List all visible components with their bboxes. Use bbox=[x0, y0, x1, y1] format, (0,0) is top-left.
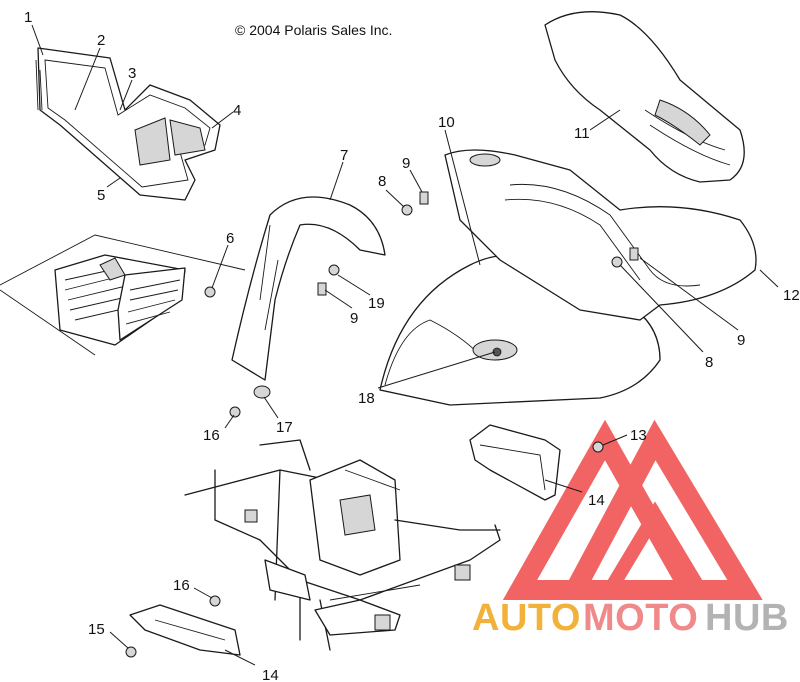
callout-11: 11 bbox=[574, 125, 590, 142]
callout-4: 4 bbox=[233, 102, 241, 119]
callout-8-right: 8 bbox=[705, 354, 713, 371]
leader-lines bbox=[31, 24, 779, 666]
callout-15: 15 bbox=[88, 621, 105, 638]
callout-6: 6 bbox=[226, 230, 234, 247]
seat-part bbox=[444, 149, 757, 321]
callout-12: 12 bbox=[783, 287, 800, 304]
callout-13: 13 bbox=[630, 427, 647, 444]
callout-5: 5 bbox=[97, 187, 105, 204]
fender-part bbox=[231, 196, 386, 381]
watermark-hub: HUB bbox=[705, 597, 789, 639]
copyright-text: © 2004 Polaris Sales Inc. bbox=[235, 22, 392, 38]
callout-17: 17 bbox=[276, 419, 293, 436]
callout-1: 1 bbox=[24, 9, 32, 26]
side-panel-part bbox=[544, 11, 745, 183]
callout-18: 18 bbox=[358, 390, 375, 407]
callout-2: 2 bbox=[97, 32, 105, 49]
watermark-text: AUTO MOTO HUB bbox=[472, 597, 789, 639]
callout-7: 7 bbox=[340, 147, 348, 164]
callout-9-top: 9 bbox=[402, 155, 410, 172]
callout-labels: 1 2 3 4 5 6 7 8 9 10 11 12 9 8 19 9 18 1… bbox=[24, 9, 800, 682]
callout-9-mid: 9 bbox=[350, 310, 358, 327]
front-panel-part bbox=[35, 47, 221, 201]
callout-8-top: 8 bbox=[378, 173, 386, 190]
callout-16-bottom: 16 bbox=[173, 577, 190, 594]
callout-16-top: 16 bbox=[203, 427, 220, 444]
callout-9-right: 9 bbox=[737, 332, 745, 349]
watermark-logo-icon bbox=[502, 419, 763, 600]
footwell-part bbox=[0, 234, 246, 356]
watermark-moto: MOTO bbox=[583, 597, 698, 639]
callout-14-right: 14 bbox=[588, 492, 605, 509]
callout-19: 19 bbox=[368, 295, 385, 312]
callout-10: 10 bbox=[438, 114, 455, 131]
fasteners bbox=[125, 191, 639, 658]
frame-part bbox=[184, 439, 501, 651]
callout-3: 3 bbox=[128, 65, 136, 82]
callout-14-bottom: 14 bbox=[262, 667, 279, 682]
watermark-auto: AUTO bbox=[472, 597, 581, 639]
skid-plate-part bbox=[129, 604, 241, 656]
right-bracket-part bbox=[469, 424, 561, 501]
